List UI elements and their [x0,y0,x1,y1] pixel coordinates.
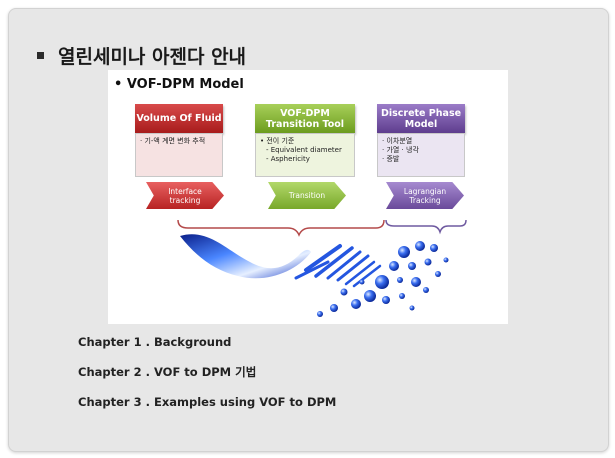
dpm-header-text: Discrete Phase Model [380,107,462,130]
arrow-label: Interface tracking [168,186,202,205]
dpm-line: · 가열 · 냉각 [382,146,419,154]
slide-title-text: 열린세미나 아젠다 안내 [58,46,247,68]
liquid-sheet [180,234,311,279]
vof-line: · 기-액 계면 변화 추적 [140,137,206,145]
transition-header: VOF-DPM Transition Tool [255,104,355,133]
transition-description-box: • 전이 기준 - Equivalent diameter - Aspheric… [255,133,355,177]
chapter-item: Chapter 3 . Examples using VOF to DPM [78,395,337,409]
title-bullet-icon [37,52,44,59]
chapter-item: Chapter 2 . VOF to DPM 기법 [78,365,257,379]
lagrangian-tracking-arrow: Lagrangian Tracking [386,182,464,209]
figure-heading: • VOF-DPM Model [114,77,244,92]
ligaments [294,244,382,288]
transition-line: • 전이 기준 [260,137,295,145]
slide-title: 열린세미나 아젠다 안내 [37,42,246,69]
transition-line: - Equivalent diameter [266,146,342,154]
purple-bracket [385,219,467,235]
vof-header-text: Volume Of Fluid [136,113,222,124]
vof-header: Volume Of Fluid [135,104,223,133]
droplets [317,241,449,317]
dpm-header: Discrete Phase Model [377,104,465,133]
chapter-list: Chapter 1 . Background Chapter 2 . VOF t… [78,335,336,424]
transition-line: - Asphericity [266,155,310,163]
transition-arrow: Transition [268,182,346,209]
chapter-item: Chapter 1 . Background [78,335,232,349]
transition-header-text: VOF-DPM Transition Tool [265,107,345,130]
red-bracket [177,219,385,237]
arrow-label: Lagrangian Tracking [403,186,447,205]
dpm-description-box: · 이차분열 · 가열 · 냉각 · 증발 [377,133,465,177]
dpm-line: · 이차분열 [382,137,413,145]
vof-dpm-figure: • VOF-DPM Model Volume Of Fluid VOF-DPM … [108,70,508,324]
dpm-line: · 증발 [382,155,400,163]
vof-description-box: · 기-액 계면 변화 추적 [135,133,223,177]
arrow-label: Transition [288,191,326,200]
interface-tracking-arrow: Interface tracking [146,182,224,209]
